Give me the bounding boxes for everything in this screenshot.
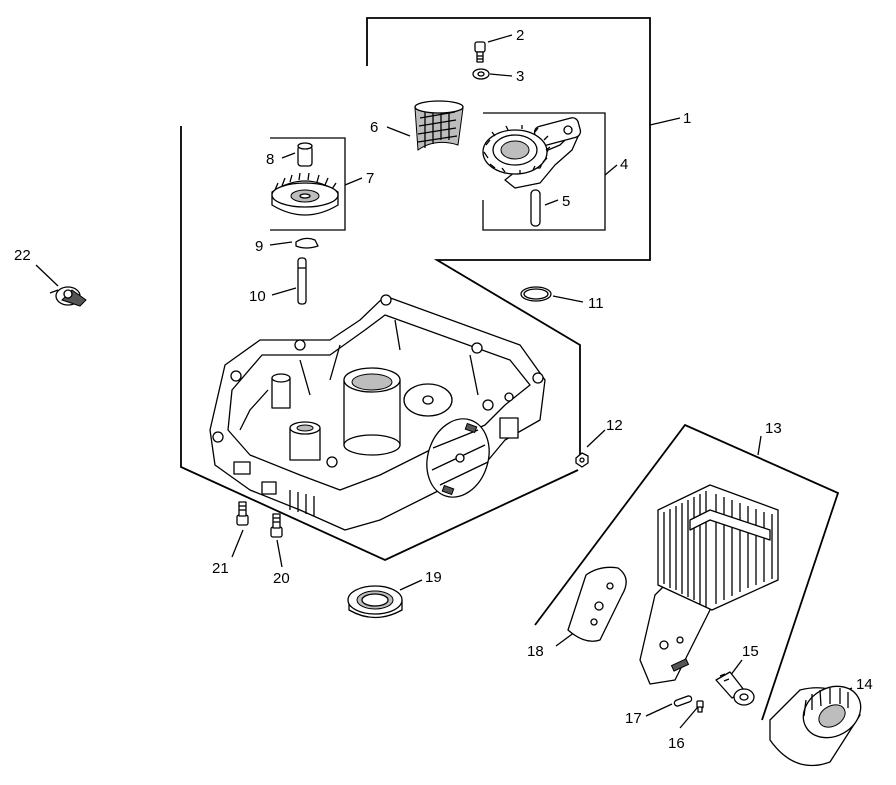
gear-shaft-pin [297, 142, 313, 167]
label-part-13: 13 [765, 420, 782, 437]
oil-pump-assembly [482, 117, 582, 189]
oil-sump-housing [209, 294, 546, 531]
label-part-5: 5 [562, 193, 570, 210]
pump-pin [530, 189, 541, 227]
pump-washer [472, 68, 490, 80]
nut [575, 452, 589, 468]
pump-bolt [474, 41, 486, 63]
oil-screen [414, 100, 464, 151]
oil-cooler-group-bracket [534, 423, 840, 721]
leader-lines [35, 34, 853, 729]
label-part-11: 11 [588, 295, 604, 312]
gear-subassembly-bracket [270, 137, 346, 231]
label-part-14: 14 [856, 676, 873, 693]
dowel-pin [673, 695, 693, 707]
label-part-3: 3 [516, 68, 524, 85]
label-part-6: 6 [370, 119, 378, 136]
oil-pump-group-bracket [366, 17, 651, 455]
label-part-2: 2 [516, 27, 524, 44]
o-ring [520, 286, 552, 302]
label-part-12: 12 [606, 417, 623, 434]
label-part-16: 16 [668, 735, 685, 752]
label-part-7: 7 [366, 170, 374, 187]
oil-pressure-sensor [49, 286, 87, 307]
callout-labels: 1 2 3 4 5 6 7 8 9 10 11 12 13 14 15 16 1… [14, 27, 873, 752]
filter-adapter-fitting [715, 671, 755, 706]
governor-gear [271, 172, 339, 216]
oil-cooler [639, 484, 779, 685]
label-part-8: 8 [266, 151, 274, 168]
label-part-1: 1 [683, 110, 691, 127]
bolt-21 [236, 501, 249, 526]
bolt-20 [270, 513, 283, 538]
label-part-19: 19 [425, 569, 442, 586]
label-part-4: 4 [620, 156, 628, 173]
sump-group-bracket [180, 126, 579, 561]
label-part-15: 15 [742, 643, 759, 660]
label-part-18: 18 [527, 643, 544, 660]
retaining-clip [295, 237, 319, 249]
label-part-22: 22 [14, 247, 31, 264]
label-part-21: 21 [212, 560, 229, 577]
oil-filter [769, 685, 862, 767]
pump-subassembly-bracket [482, 112, 606, 231]
governor-shaft [297, 257, 307, 305]
label-part-10: 10 [249, 288, 266, 305]
label-part-17: 17 [625, 710, 642, 727]
cooler-gasket [567, 566, 627, 642]
label-part-20: 20 [273, 570, 290, 587]
oil-seal [347, 585, 403, 619]
label-part-9: 9 [255, 238, 263, 255]
small-screw [696, 700, 704, 713]
